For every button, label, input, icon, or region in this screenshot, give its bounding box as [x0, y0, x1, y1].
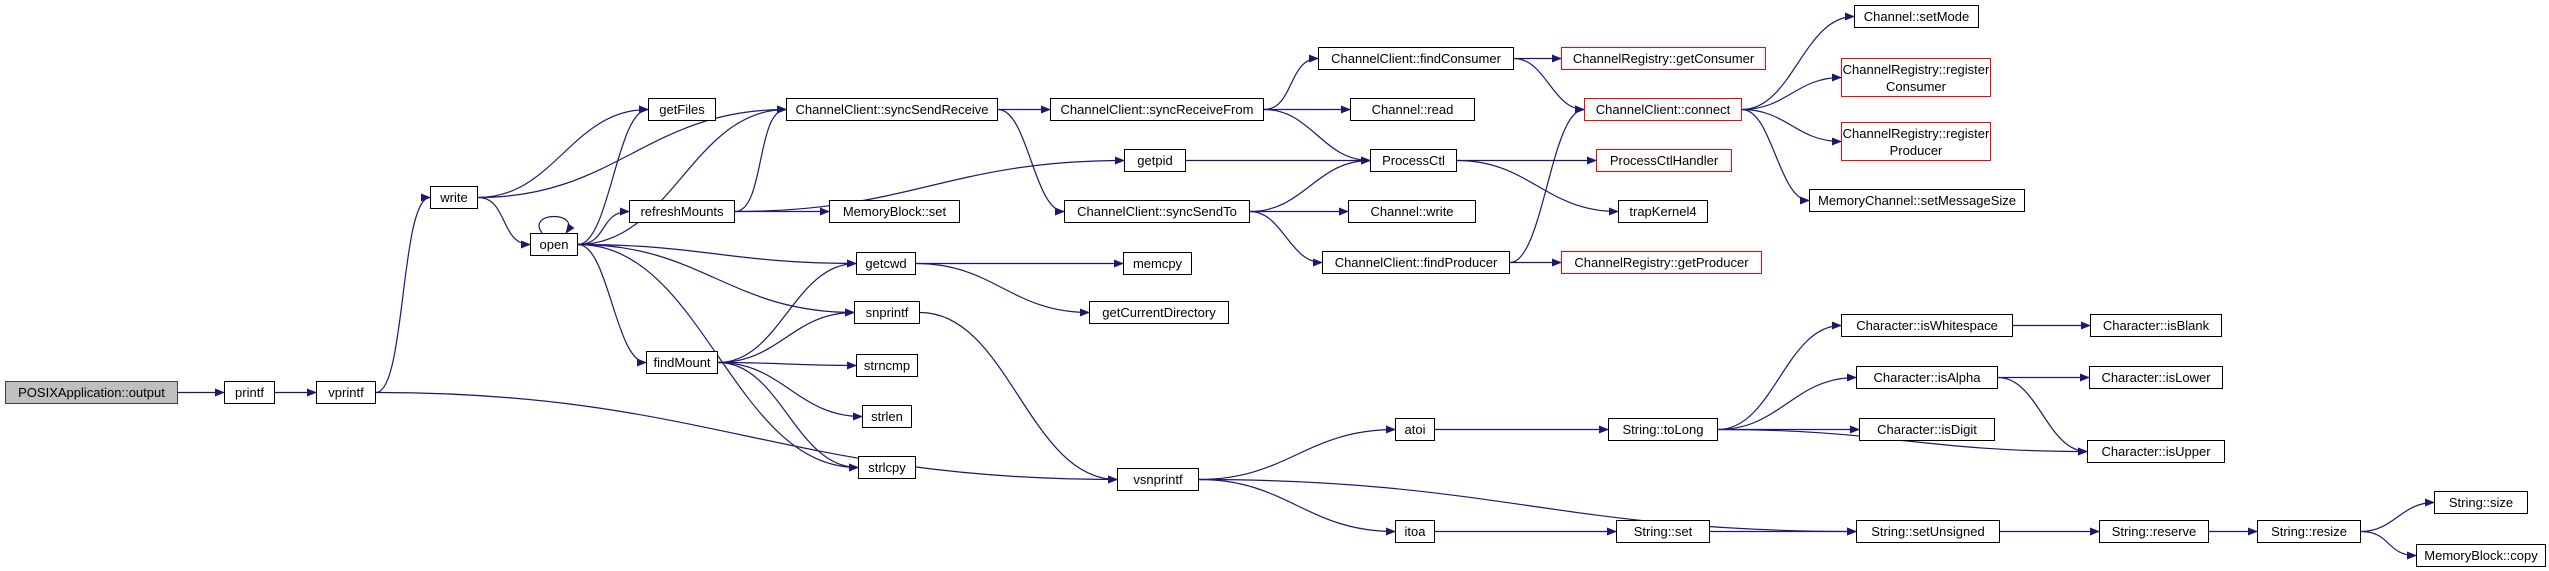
node-character-isalpha[interactable]: Character::isAlpha — [1856, 366, 1998, 389]
edge-open-to-refreshmounts — [577, 207, 630, 246]
edge-processctl-to-trapkernel4 — [1456, 159, 1619, 216]
node-character-isdigit[interactable]: Character::isDigit — [1859, 418, 1995, 441]
node-channelclient-findproducer[interactable]: ChannelClient::findProducer — [1322, 251, 1510, 274]
node-channel-setmode[interactable]: Channel::setMode — [1854, 5, 1979, 28]
edge-findmount-to-snprintf — [717, 308, 855, 364]
edge-open-to-findmount — [577, 243, 647, 367]
edge-char_isalpha-to-char_isupper — [1997, 376, 2088, 456]
node-getcurrentdirectory[interactable]: getCurrentDirectory — [1089, 301, 1229, 324]
node-string-setunsigned[interactable]: String::setUnsigned — [1856, 520, 2000, 543]
node-processctlhandler[interactable]: ProcessCtlHandler — [1596, 149, 1732, 172]
edge-open-to-getcwd — [577, 243, 857, 268]
node-channelregistry-getconsumer[interactable]: ChannelRegistry::getConsumer — [1561, 47, 1766, 70]
node-processctl[interactable]: ProcessCtl — [1370, 149, 1457, 172]
node-channelclient-connect[interactable]: ChannelClient::connect — [1584, 98, 1742, 121]
edge-string_tolong-to-char_isalpha — [1717, 373, 1857, 431]
edge-vprintf-to-vsnprintf — [375, 391, 1118, 484]
node-atoi[interactable]: atoi — [1395, 418, 1435, 441]
edge-sync_receive_from-to-processctl — [1263, 108, 1371, 165]
edge-refreshmounts-to-getpid — [734, 156, 1125, 213]
node-getfiles[interactable]: getFiles — [648, 98, 716, 121]
node-string-size[interactable]: String::size — [2434, 491, 2528, 514]
edge-sync_send_to-to-find_producer — [1249, 210, 1323, 267]
node-trapkernel4[interactable]: trapKernel4 — [1618, 200, 1708, 223]
node-vsnprintf[interactable]: vsnprintf — [1117, 468, 1199, 491]
edge-sync_receive_from-to-find_consumer — [1263, 54, 1319, 111]
node-character-isupper[interactable]: Character::isUpper — [2087, 440, 2225, 463]
edge-find_producer-to-client_connect — [1509, 105, 1585, 264]
edge-getcwd-to-get_current_directory — [915, 262, 1090, 317]
node-channel-write[interactable]: Channel::write — [1348, 200, 1476, 223]
edge-write-to-sync_send_receive — [477, 105, 787, 199]
node-refreshmounts[interactable]: refreshMounts — [629, 200, 735, 223]
edge-snprintf-to-vsnprintf — [919, 311, 1118, 484]
edge-vsnprintf-to-itoa — [1198, 478, 1396, 536]
edge-string_tolong-to-char_iswhitespace — [1717, 321, 1842, 431]
node-channelregistry-getproducer[interactable]: ChannelRegistry::getProducer — [1561, 251, 1762, 274]
edge-string_resize-to-string_size — [2360, 498, 2435, 533]
node-write[interactable]: write — [430, 186, 478, 209]
edge-open-to-getfiles — [577, 105, 649, 246]
node-open[interactable]: open — [530, 233, 578, 256]
node-channelclient-syncreceivefrom[interactable]: ChannelClient::syncReceiveFrom — [1050, 98, 1264, 121]
edge-layer — [177, 12, 2435, 560]
node-channelregistry-registerconsumer[interactable]: ChannelRegistry::register Consumer — [1841, 58, 1991, 97]
edge-client_connect-to-memchannel_setmessagesize — [1741, 108, 1810, 205]
edge-open-to-snprintf — [577, 243, 855, 317]
edge-write-to-open — [477, 196, 531, 249]
edge-findmount-to-getcwd — [717, 259, 857, 364]
edge-sync_send_to-to-processctl — [1249, 156, 1371, 213]
node-channelclient-findconsumer[interactable]: ChannelClient::findConsumer — [1318, 47, 1514, 70]
edge-client_connect-to-registry_register_consumer — [1741, 73, 1842, 111]
edge-findmount-to-strlcpy — [717, 361, 859, 472]
node-character-iswhitespace[interactable]: Character::isWhitespace — [1841, 314, 2013, 337]
edge-write-to-getfiles — [477, 105, 649, 199]
node-string-set[interactable]: String::set — [1616, 520, 1710, 543]
node-getpid[interactable]: getpid — [1124, 149, 1186, 172]
node-snprintf[interactable]: snprintf — [854, 301, 920, 324]
node-channelclient-syncsendto[interactable]: ChannelClient::syncSendTo — [1064, 200, 1250, 223]
node-string-tolong[interactable]: String::toLong — [1608, 418, 1718, 441]
node-memoryblock-copy[interactable]: MemoryBlock::copy — [2416, 544, 2546, 567]
node-getcwd[interactable]: getcwd — [856, 252, 916, 275]
node-strlen[interactable]: strlen — [862, 405, 912, 428]
node-string-reserve[interactable]: String::reserve — [2099, 520, 2209, 543]
edge-open-to-open — [538, 216, 575, 234]
edge-findmount-to-strlen — [717, 361, 863, 421]
node-strlcpy[interactable]: strlcpy — [858, 456, 916, 479]
edge-open-to-sync_send_receive — [577, 105, 787, 246]
edge-find_consumer-to-client_connect — [1513, 57, 1585, 114]
node-memcpy[interactable]: memcpy — [1123, 252, 1192, 275]
edge-client_connect-to-channel_setmode — [1741, 12, 1855, 111]
edge-string_resize-to-memblock_copy — [2360, 530, 2417, 560]
node-memoryblock-set[interactable]: MemoryBlock::set — [829, 200, 960, 223]
node-memorychannel-setmessagesize[interactable]: MemoryChannel::setMessageSize — [1809, 189, 2025, 212]
node-printf[interactable]: printf — [224, 381, 275, 404]
node-string-resize[interactable]: String::resize — [2257, 520, 2361, 543]
node-posix-application-output: POSIXApplication::output — [5, 381, 178, 404]
node-channel-read[interactable]: Channel::read — [1350, 98, 1475, 121]
edge-client_connect-to-registry_register_producer — [1741, 108, 1842, 146]
node-strncmp[interactable]: strncmp — [856, 354, 918, 377]
edge-refreshmounts-to-sync_send_receive — [734, 105, 787, 213]
edge-vsnprintf-to-string_setunsigned — [1198, 478, 1857, 536]
edge-open-to-strlcpy — [577, 243, 859, 472]
node-channelregistry-registerproducer[interactable]: ChannelRegistry::register Producer — [1841, 122, 1991, 161]
node-channelclient-syncsendreceive[interactable]: ChannelClient::syncSendReceive — [786, 98, 998, 121]
node-character-isblank[interactable]: Character::isBlank — [2090, 314, 2222, 337]
node-itoa[interactable]: itoa — [1395, 520, 1435, 543]
edge-vsnprintf-to-atoi — [1198, 425, 1396, 481]
edge-vprintf-to-write — [375, 193, 431, 394]
edge-findmount-to-strncmp — [717, 361, 857, 370]
node-findmount[interactable]: findMount — [646, 351, 718, 374]
edge-sync_send_receive-to-sync_send_to — [997, 108, 1065, 216]
node-character-islower[interactable]: Character::isLower — [2089, 366, 2223, 389]
node-vprintf[interactable]: vprintf — [316, 381, 376, 404]
